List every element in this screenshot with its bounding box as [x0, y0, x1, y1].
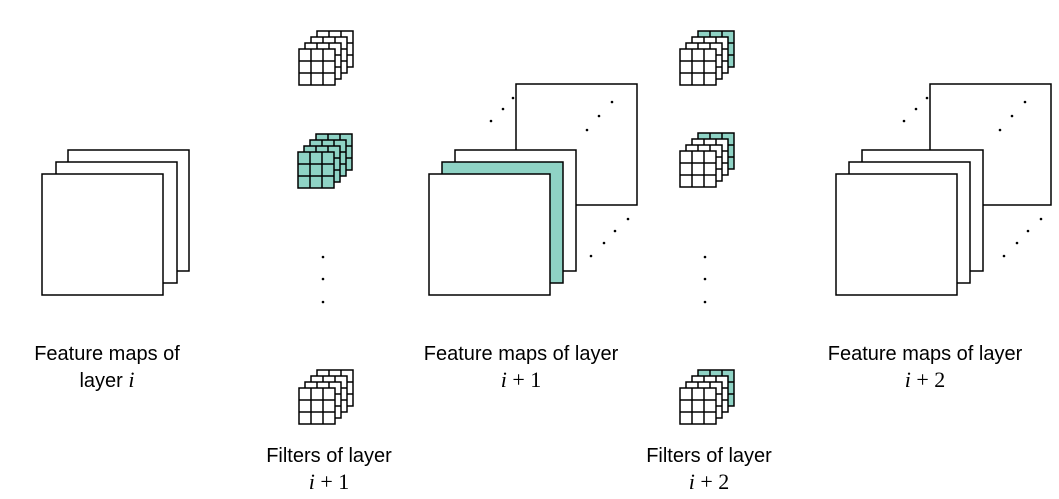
dot — [1010, 114, 1014, 118]
caption-feature-maps-layer-i-plus-2: Feature maps of layer i + 2 — [792, 342, 1058, 392]
filter-stack-bottom — [298, 369, 354, 425]
feature-map — [41, 173, 164, 296]
layer-variable: i — [128, 367, 135, 392]
dot — [613, 229, 617, 233]
dot — [501, 107, 505, 111]
caption-line: Filters of layer — [646, 445, 772, 467]
filter-grid — [298, 48, 336, 86]
filter-ellipsis-left — [321, 255, 325, 304]
layer-expression: i + 1 — [388, 367, 654, 392]
dot — [998, 128, 1002, 132]
layer-offset: + 1 — [314, 469, 350, 494]
feature-map — [835, 173, 958, 296]
layer-expression: i + 2 — [792, 367, 1058, 392]
feature-map-stack-layer-i-plus-2 — [835, 83, 1052, 296]
layer-variable: i — [904, 367, 911, 392]
dot — [511, 96, 515, 100]
caption-line: Filters of layer — [266, 445, 392, 467]
filter-grid — [298, 387, 336, 425]
filter-stack-top — [679, 30, 735, 86]
caption-feature-maps-layer-i: Feature maps of layer i — [0, 342, 214, 394]
dot — [914, 107, 918, 111]
dot — [585, 128, 589, 132]
caption-filters-layer-i-plus-1: Filters of layer i + 1 — [218, 444, 440, 494]
dot — [589, 254, 593, 258]
filter-grid — [679, 48, 717, 86]
dot — [703, 255, 707, 259]
dot — [1015, 241, 1019, 245]
layer-variable: i — [500, 367, 507, 392]
dot — [626, 217, 630, 221]
caption-feature-maps-layer-i-plus-1: Feature maps of layer i + 1 — [388, 342, 654, 392]
dot — [1039, 217, 1043, 221]
filter-stack-pruned — [297, 133, 353, 189]
layer-expression: i + 2 — [598, 469, 820, 494]
layer-variable: i — [688, 469, 695, 494]
feature-map-stack-layer-i-plus-1 — [428, 83, 638, 296]
dot — [602, 241, 606, 245]
layer-offset: + 2 — [694, 469, 730, 494]
dot — [321, 255, 325, 259]
feature-map-stack-layer-i — [41, 149, 190, 296]
feature-map — [428, 173, 551, 296]
layer-expression: i + 1 — [218, 469, 440, 494]
dot — [321, 277, 325, 281]
caption-line: Feature maps of — [34, 343, 180, 365]
dot — [321, 300, 325, 304]
dot — [489, 119, 493, 123]
layer-offset: + 1 — [506, 367, 542, 392]
filter-grid — [297, 151, 335, 189]
dot — [703, 277, 707, 281]
caption-filters-layer-i-plus-2: Filters of layer i + 2 — [598, 444, 820, 494]
caption-line: Feature maps of layer — [423, 343, 619, 365]
filter-stack-middle — [679, 132, 735, 188]
layer-variable: i — [308, 469, 315, 494]
dot — [610, 100, 614, 104]
filter-grid — [679, 150, 717, 188]
caption-line: Feature maps of layer — [827, 343, 1023, 365]
filter-grid — [679, 387, 717, 425]
caption-line: layer i — [0, 367, 214, 394]
dot — [902, 119, 906, 123]
dot — [597, 114, 601, 118]
dot — [1002, 254, 1006, 258]
dot — [1023, 100, 1027, 104]
filter-ellipsis-right — [703, 255, 707, 304]
layer-offset: + 2 — [910, 367, 946, 392]
caption-word: layer — [79, 370, 129, 392]
dot — [1026, 229, 1030, 233]
dot — [925, 96, 929, 100]
filter-stack-top — [298, 30, 354, 86]
dot — [703, 300, 707, 304]
filter-stack-bottom — [679, 369, 735, 425]
